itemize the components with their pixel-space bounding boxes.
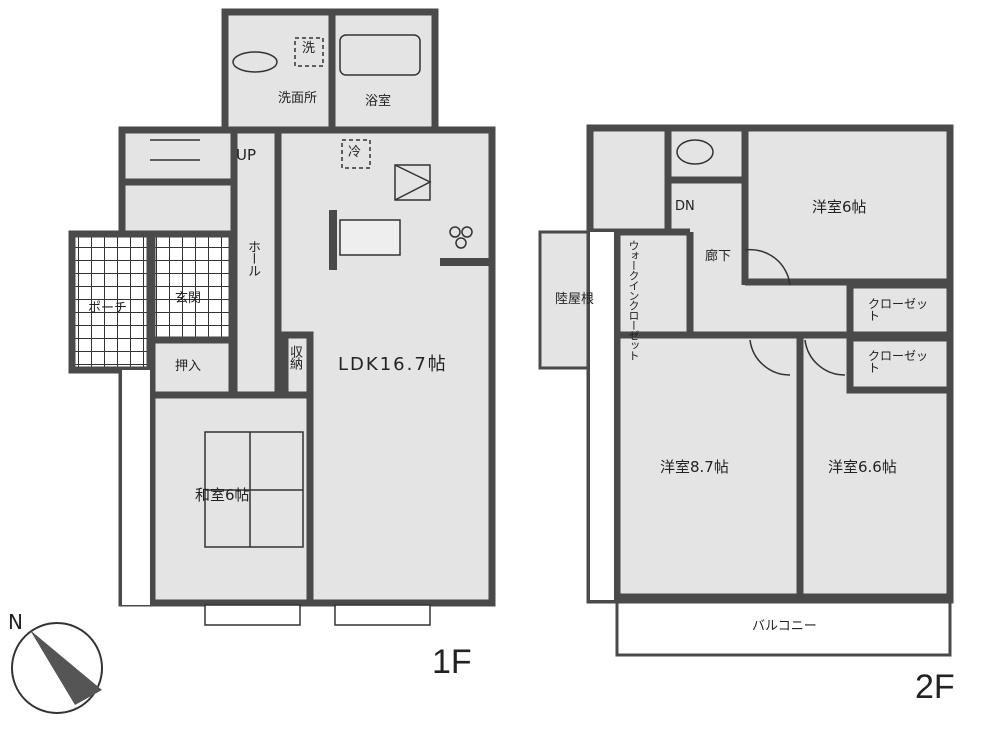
bedroom3-label: 洋室6.6帖 <box>828 458 897 476</box>
floor2-fixtures <box>676 139 846 376</box>
floor2-label: 2F <box>915 668 955 706</box>
porch-label: ポーチ <box>88 301 128 316</box>
floor1-fixtures <box>150 34 473 626</box>
roof-label: 陸屋根 <box>555 292 595 307</box>
bath-label: 浴室 <box>365 94 392 109</box>
entrance-label: 玄関 <box>175 291 202 306</box>
corridor-label: 廊下 <box>705 249 732 264</box>
bedroom1-label: 洋室6帖 <box>812 198 867 216</box>
bedroom2-label: 洋室8.7帖 <box>660 458 729 476</box>
floor2-walls <box>538 124 954 657</box>
north-label: N <box>8 610 23 634</box>
walkin-label: ウォークインクローゼット <box>627 240 640 360</box>
floor1-label: 1F <box>432 643 472 681</box>
closet1-label: クローゼット <box>868 297 929 323</box>
closet2-label: クローゼット <box>868 349 929 375</box>
north-arrow-icon <box>30 630 102 705</box>
washitsu-label: 和室6帖 <box>195 486 250 504</box>
storage-label: 収納 <box>287 345 302 369</box>
washroom-label: 洗面所 <box>278 91 318 106</box>
ldk-label: LDK16.7帖 <box>338 354 448 375</box>
floor1-walls <box>68 8 496 607</box>
laundry-label: 洗 <box>302 41 316 56</box>
closet-label: 押入 <box>175 359 202 374</box>
up-label: UP <box>236 146 257 164</box>
fridge-label: 冷 <box>348 145 362 160</box>
compass <box>11 622 103 714</box>
hall-label: ホール <box>245 240 260 276</box>
down-label: DN <box>675 199 695 214</box>
balcony-label: バルコニー <box>752 619 817 634</box>
